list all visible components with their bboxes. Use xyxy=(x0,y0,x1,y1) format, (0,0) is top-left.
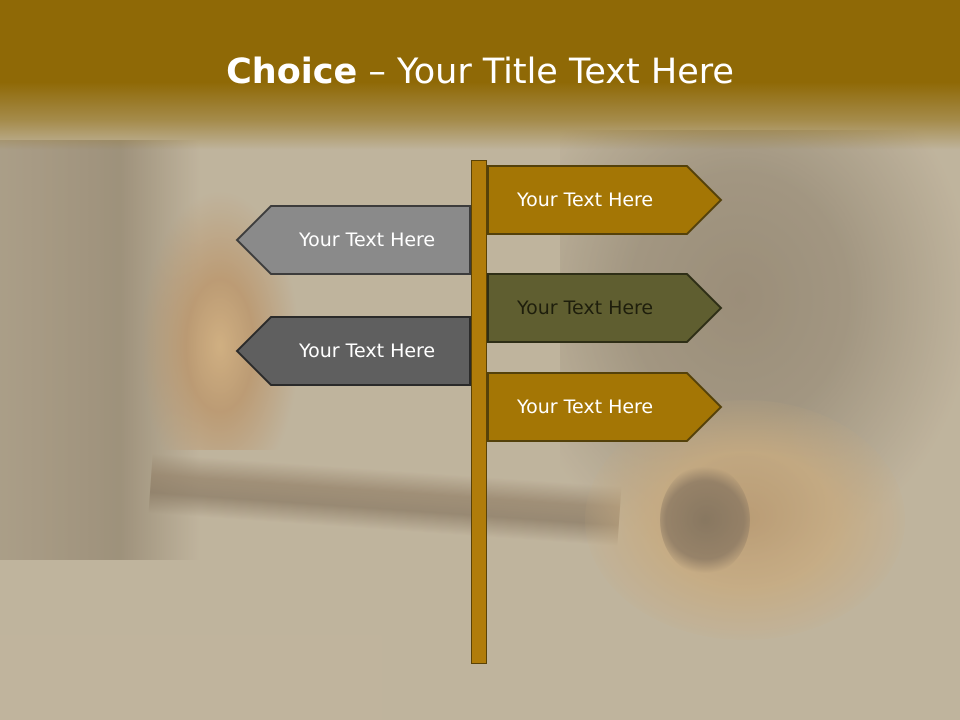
sign-3[interactable]: Your Text Here xyxy=(487,273,723,343)
sign-3-arrow-shape xyxy=(487,273,723,343)
slide-title[interactable]: Choice – Your Title Text Here xyxy=(0,52,960,92)
sign-1[interactable]: Your Text Here xyxy=(487,165,723,235)
sign-2-arrow-shape xyxy=(235,205,471,275)
sign-2-label: Your Text Here xyxy=(299,229,436,251)
photo-guitar-soundhole xyxy=(660,465,750,575)
sign-4-label: Your Text Here xyxy=(299,340,436,362)
sign-1-label: Your Text Here xyxy=(517,189,654,211)
title-bold: Choice xyxy=(226,52,358,92)
title-bar xyxy=(0,0,960,150)
title-rest: – Your Title Text Here xyxy=(357,52,734,92)
sign-5[interactable]: Your Text Here xyxy=(487,372,723,442)
signpost-pole xyxy=(471,160,487,664)
sign-4-arrow-shape xyxy=(235,316,471,386)
sign-1-arrow-shape xyxy=(487,165,723,235)
sign-3-label: Your Text Here xyxy=(517,297,654,319)
sign-5-arrow-shape xyxy=(487,372,723,442)
sign-2[interactable]: Your Text Here xyxy=(235,205,471,275)
sign-4[interactable]: Your Text Here xyxy=(235,316,471,386)
sign-5-label: Your Text Here xyxy=(517,396,654,418)
